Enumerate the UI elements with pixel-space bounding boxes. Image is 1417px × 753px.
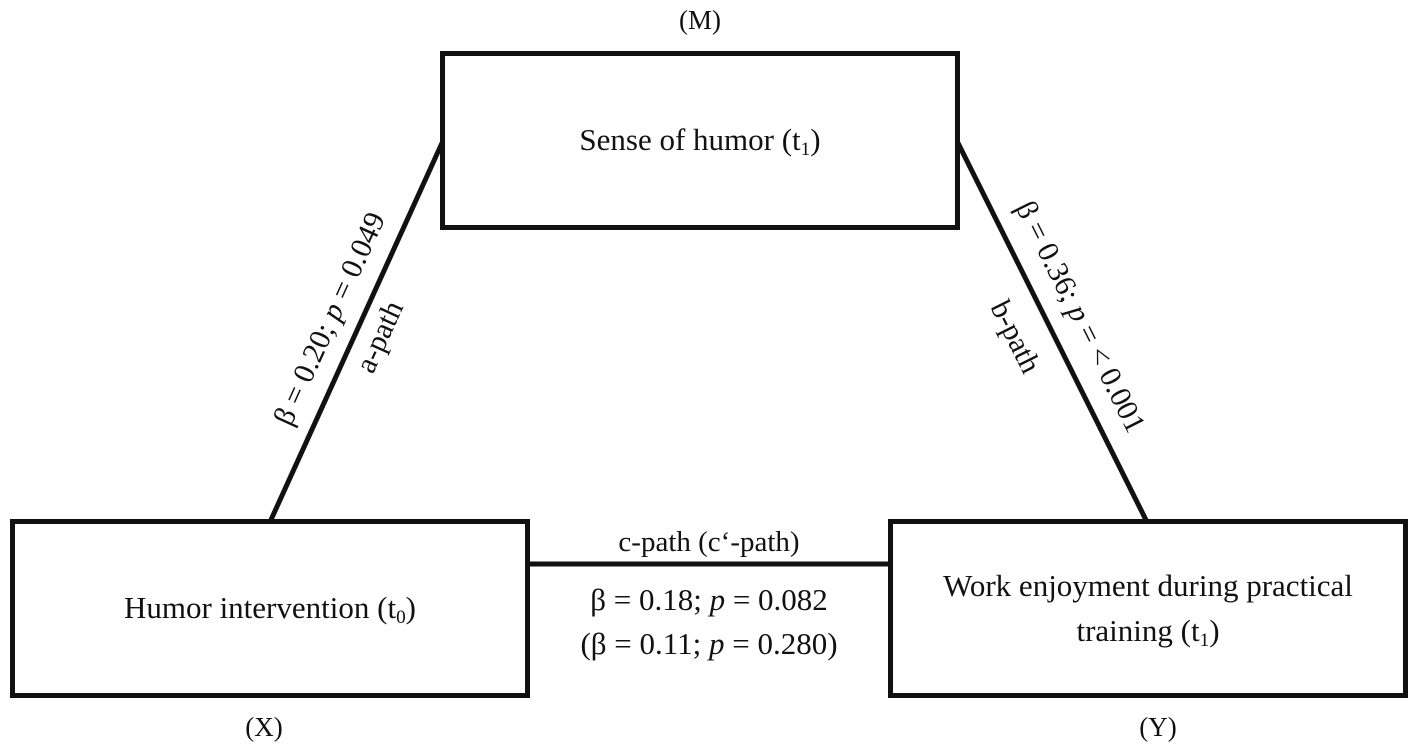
mediator-role-label: (M) xyxy=(679,5,721,35)
predictor-role-label: (X) xyxy=(245,712,283,742)
outcome-role-label: (Y) xyxy=(1139,712,1177,742)
c-path-direct-effect: (β = 0.11; p = 0.280) xyxy=(580,626,838,661)
predictor-box: Humor intervention (t0) xyxy=(10,519,530,698)
c-path-total-effect: β = 0.18; p = 0.082 xyxy=(590,582,828,617)
mediator-label: Sense of humor (t1) xyxy=(579,122,821,160)
predictor-label: Humor intervention (t0) xyxy=(124,590,416,628)
mediator-box: Sense of humor (t1) xyxy=(440,51,960,230)
a-path-line xyxy=(267,141,445,524)
c-path-label: c-path (c‘-path) xyxy=(618,526,800,558)
b-path-line xyxy=(955,141,1150,524)
